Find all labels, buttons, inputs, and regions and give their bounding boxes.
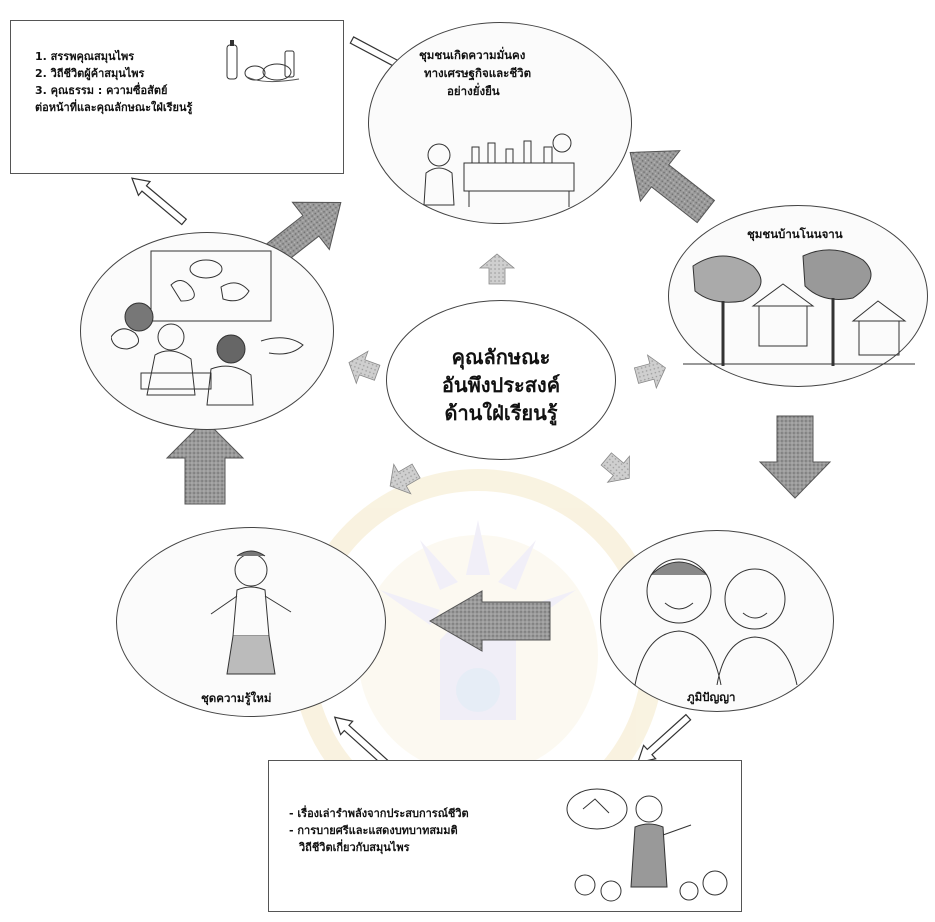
storyteller-illustration: [566, 788, 728, 902]
outline-arrow-box-to-knowledge: [333, 716, 389, 767]
cycle-arrow-knowledge-to-left: [165, 419, 245, 505]
box-item-3: 3. คุณธรรม : ความซื่อสัตย์: [35, 84, 168, 97]
cycle-arrow-community-to-top: [629, 150, 716, 224]
radial-arrow-lower-left: [389, 463, 421, 495]
bottom-item-1: - เรื่องเล่ารำพลังจากประสบการณ์ชีวิต: [289, 807, 469, 820]
center-line-3: ด้านใฝ่เรียนรู้: [444, 401, 558, 425]
center-line-2: อันพึงประสงค์: [441, 373, 561, 397]
village-illustration: [683, 249, 915, 366]
herb-knowledge-box: 1. สรรพคุณสมุนไพร 2. วิถีชีวิตผู้ค้าสมุน…: [10, 20, 344, 174]
wisdom-circle: ภูมิปัญญา: [600, 530, 834, 712]
radial-arrow-left: [348, 350, 381, 385]
center-line-1: คุณลักษณะ: [451, 345, 551, 369]
cycle-arrow-community-to-wisdom: [758, 415, 832, 499]
box-item-4: ต่อหน้าที่และคุณลักษณะใฝ่เรียนรู้: [35, 101, 193, 114]
bottom-item-3: วิถีชีวิตเกี่ยวกับสมุนไพร: [299, 841, 410, 854]
elders-illustration: [634, 558, 798, 685]
outline-arrow-left-to-box: [131, 177, 188, 226]
economy-circle: ชุมชนเกิดความมั่นคง ทางเศรษฐกิจและชีวิต …: [368, 22, 632, 224]
economy-label-1: ชุมชนเกิดความมั่นคง: [419, 48, 526, 62]
wisdom-label: ภูมิปัญญา: [687, 690, 736, 704]
knowledge-set-label: ชุดความรู้ใหม่: [201, 691, 272, 705]
herb-bottles-illustration: [226, 40, 300, 83]
cycle-arrow-wisdom-to-knowledge: [428, 590, 551, 652]
knowledge-set-circle: ชุดความรู้ใหม่: [116, 527, 386, 717]
radial-arrow-right: [633, 354, 666, 390]
box-item-1: 1. สรรพคุณสมุนไพร: [35, 50, 135, 63]
learning-circle: [80, 232, 334, 430]
radial-arrow-up: [478, 253, 516, 285]
box-item-2: 2. วิถีชีวิตผู้ค้าสมุนไพร: [35, 67, 145, 80]
market-stall-illustration: [423, 133, 575, 207]
bottom-item-2: - การบายศรีและแสดงบทบาทสมมติ: [289, 824, 458, 837]
center-circle: คุณลักษณะ อันพึงประสงค์ ด้านใฝ่เรียนรู้: [386, 300, 616, 460]
outline-arrow-wisdom-to-box: [636, 713, 692, 764]
community-circle: ชุมชนบ้านโนนจาน: [668, 205, 928, 387]
community-label: ชุมชนบ้านโนนจาน: [747, 227, 843, 241]
radial-arrow-lower-right: [600, 452, 630, 483]
storytelling-box: - เรื่องเล่ารำพลังจากประสบการณ์ชีวิต - ก…: [268, 760, 742, 912]
classroom-illustration: [111, 250, 304, 406]
dancer-illustration: [210, 550, 292, 675]
economy-label-3: อย่างยั่งยืน: [447, 84, 500, 98]
economy-label-2: ทางเศรษฐกิจและชีวิต: [424, 66, 532, 80]
